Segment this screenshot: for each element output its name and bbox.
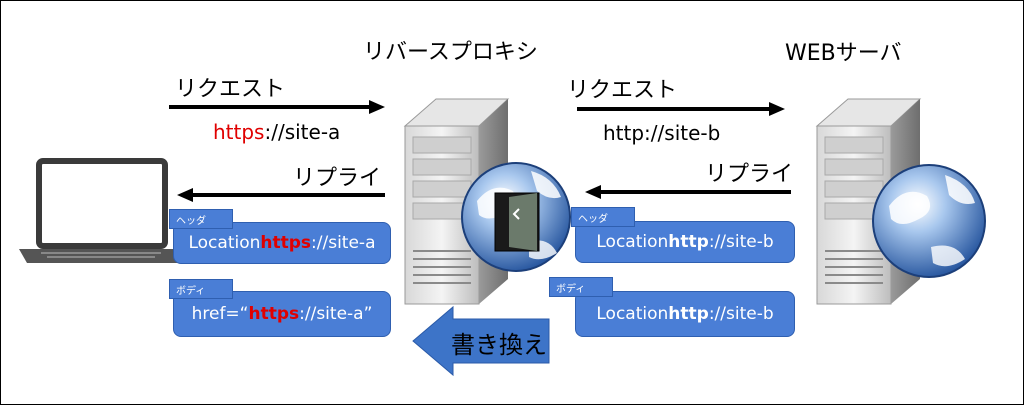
right-request-url: http://site-b (603, 121, 721, 145)
right-body-rest: ://site-b (708, 304, 774, 324)
right-reply-arrow (585, 185, 791, 199)
door-icon (494, 192, 540, 252)
rewrite-label: 書き換え (451, 331, 547, 359)
left-request-url-rest: ://site-a (264, 120, 341, 144)
left-reply-arrow (177, 188, 385, 202)
right-reply-label: リプライ (705, 162, 794, 187)
right-header-scheme: http (668, 232, 709, 252)
left-request-label: リクエスト (175, 77, 286, 102)
left-header-scheme: https (260, 233, 312, 253)
right-body-scheme: http (668, 304, 709, 324)
left-header-rest: ://site-a (311, 233, 376, 253)
right-header-prefix: Location (596, 232, 669, 252)
right-body-box: Location http://site-b (575, 291, 795, 337)
left-header-tag: ヘッダ (169, 209, 233, 229)
globe-icon (872, 164, 986, 278)
left-reply-label: リプライ (293, 166, 382, 191)
right-header-tag: ヘッダ (571, 207, 635, 227)
right-request-label: リクエスト (567, 78, 678, 103)
left-body-scheme: https (248, 304, 300, 324)
left-body-rest: ://site-a” (299, 304, 373, 324)
left-header-box: Location https://site-a (173, 222, 391, 264)
left-request-url-scheme: https (213, 120, 265, 144)
laptop-icon (19, 158, 185, 263)
proxy-title: リバースプロキシ (363, 40, 538, 65)
right-header-box: Location http://site-b (575, 221, 795, 263)
left-request-url: https://site-a (213, 120, 340, 144)
right-request-arrow (577, 102, 785, 116)
left-request-arrow (169, 100, 385, 114)
left-header-prefix: Location (188, 233, 261, 253)
right-header-rest: ://site-b (708, 232, 774, 252)
right-body-prefix: Location (596, 304, 669, 324)
left-body-prefix: href=“ (191, 304, 249, 324)
rewrite-arrow (412, 305, 550, 377)
server-title: WEBサーバ (785, 41, 902, 66)
left-body-tag: ボディ (169, 279, 233, 299)
right-body-tag: ボディ (549, 277, 613, 297)
